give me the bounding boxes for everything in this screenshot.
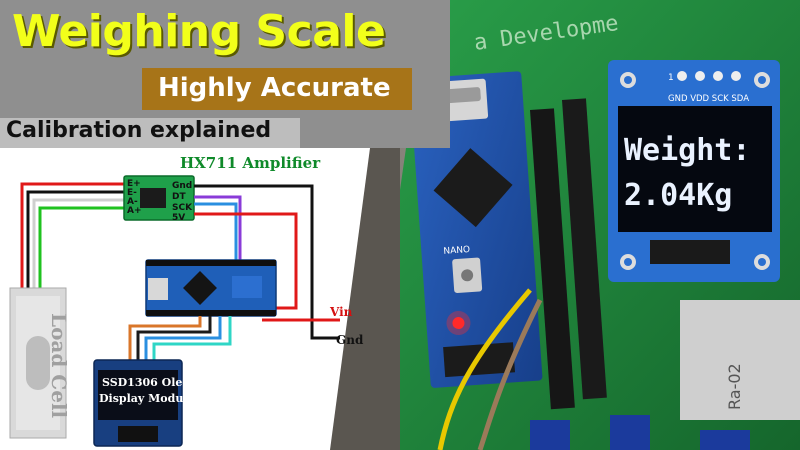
wiring-diagram: HX711 Amplifier E+ E- A- A+ Gnd DT SCK 5… xyxy=(0,148,400,450)
subtitle-badge xyxy=(142,68,412,110)
amplifier-label: HX711 Amplifier xyxy=(180,154,321,172)
gnd-label: Gnd xyxy=(336,333,364,347)
hx711-pin-a-plus: A+ xyxy=(127,206,142,216)
subtitle: Highly Accurate xyxy=(158,73,391,103)
load-cell xyxy=(9,287,67,439)
display-label-line1: SSD1306 Oled xyxy=(102,376,190,389)
vin-label: Vin xyxy=(329,305,353,319)
oled-pin-index: 1 xyxy=(668,73,674,83)
hx711-pin-e-plus: E+ xyxy=(127,179,141,189)
hx711-pin-gnd: Gnd xyxy=(172,181,192,191)
tagline-bar xyxy=(0,118,300,148)
hx711-pin-5v: 5V xyxy=(172,213,185,223)
display-label-line2: Display Module xyxy=(99,392,195,405)
lora-module-photo: Ra-02 xyxy=(680,300,800,420)
oled-module-photo: 1 GND VDD SCK SDA Weight: 2.04Kg xyxy=(608,60,780,282)
arduino-nano-diagram xyxy=(145,259,277,317)
nano-label: NANO xyxy=(443,245,470,257)
oled-line-1: Weight: xyxy=(624,133,750,168)
oled-line-2: 2.04Kg xyxy=(624,178,732,213)
lora-text: Ra-02 xyxy=(725,363,744,410)
hx711-pin-dt: DT xyxy=(172,192,186,202)
load-cell-label: Load Cell xyxy=(47,313,71,419)
oled-display-diagram xyxy=(93,359,183,447)
page-title: Weighing Scale xyxy=(12,6,386,57)
hx711-pin-a-minus: A- xyxy=(127,197,138,207)
oled-pin-labels: GND VDD SCK SDA xyxy=(668,94,749,104)
hx711-pin-sck: SCK xyxy=(172,203,193,213)
tagline: Calibration explained xyxy=(6,118,272,143)
hx711-pin-e-minus: E- xyxy=(127,188,137,198)
